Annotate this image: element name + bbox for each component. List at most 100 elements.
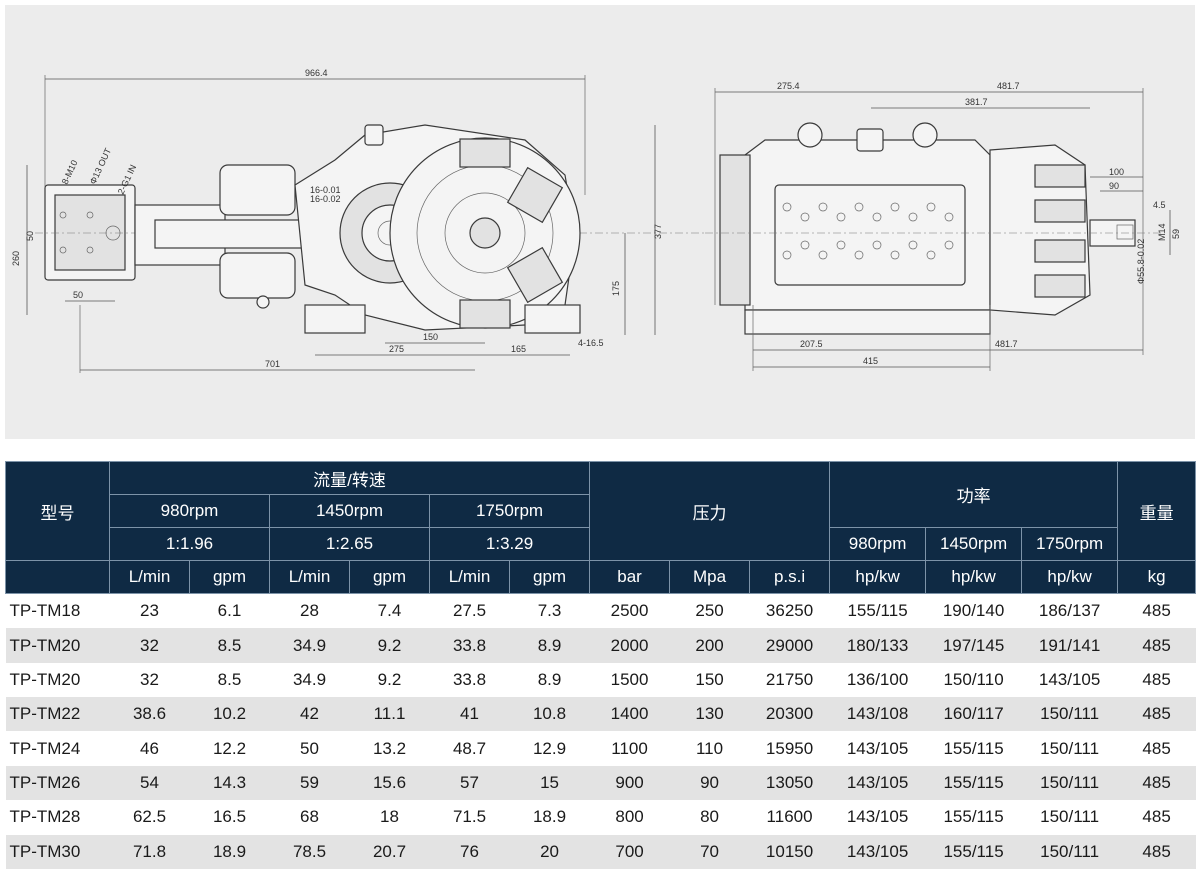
table-cell: 2000 xyxy=(589,628,670,663)
dim-481-7-bottom: 481.7 xyxy=(995,339,1018,349)
header-flow-speed: 流量/转速 xyxy=(108,461,591,495)
header-rpm-1750: 1750rpm xyxy=(428,494,591,528)
table-cell: 485 xyxy=(1117,765,1196,801)
table-cell: 11.1 xyxy=(349,697,430,732)
header-ratio-980: 1:1.96 xyxy=(109,527,270,561)
unit-cell: L/min xyxy=(269,560,350,594)
table-cell: 485 xyxy=(1117,731,1196,766)
table-cell: 12.9 xyxy=(509,731,590,766)
header-power: 功率 xyxy=(829,461,1119,528)
model-cell: TP-TM26 xyxy=(5,765,110,801)
table-cell: 71.5 xyxy=(429,800,510,835)
table-cell: 485 xyxy=(1117,662,1196,698)
table-cell: 155/115 xyxy=(925,834,1022,869)
header-power-rpm-980: 980rpm xyxy=(829,527,927,561)
dim-415: 415 xyxy=(863,356,878,366)
table-cell: 7.4 xyxy=(349,593,430,629)
dim-50-bottom: 50 xyxy=(73,290,83,300)
table-cell: 143/105 xyxy=(829,765,926,801)
header-rpm-980: 980rpm xyxy=(109,494,270,528)
table-cell: 76 xyxy=(429,834,510,869)
table-cell: 33.8 xyxy=(429,628,510,663)
table-cell: 80 xyxy=(669,800,750,835)
table-cell: 20.7 xyxy=(349,834,430,869)
table-cell: 50 xyxy=(269,731,350,766)
table-cell: 150/111 xyxy=(1021,731,1118,766)
table-cell: 34.9 xyxy=(269,628,350,663)
model-cell: TP-TM18 xyxy=(5,593,110,629)
table-cell: 10.8 xyxy=(509,697,590,732)
table-cell: 33.8 xyxy=(429,662,510,698)
unit-cell: kg xyxy=(1117,560,1197,594)
dim-275: 275 xyxy=(389,344,404,354)
header-power-rpm-1750: 1750rpm xyxy=(1021,527,1119,561)
table-cell: 27.5 xyxy=(429,593,510,629)
spec-table: 型号 流量/转速 压力 功率 重量 980rpm 1450rpm 1750rpm… xyxy=(5,461,1197,869)
dim-100: 100 xyxy=(1109,167,1124,177)
table-cell: 1100 xyxy=(589,731,670,766)
table-cell: 11600 xyxy=(749,800,830,835)
table-cell: 54 xyxy=(109,765,190,801)
table-cell: 71.8 xyxy=(109,834,190,869)
header-ratio-1750: 1:3.29 xyxy=(428,527,591,561)
dim-overall-length: 966.4 xyxy=(305,68,328,78)
table-cell: 59 xyxy=(269,765,350,801)
table-cell: 18.9 xyxy=(509,800,590,835)
label-port-bolts: 8-M10 xyxy=(60,158,80,185)
model-cell: TP-TM28 xyxy=(5,800,110,835)
table-cell: 197/145 xyxy=(925,628,1022,663)
table-cell: 155/115 xyxy=(925,800,1022,835)
table-cell: 6.1 xyxy=(189,593,270,629)
dim-m14: M14 xyxy=(1157,223,1167,241)
header-ratio-1450: 1:2.65 xyxy=(269,527,430,561)
table-cell: 90 xyxy=(669,765,750,801)
table-cell: 485 xyxy=(1117,697,1196,732)
table-cell: 70 xyxy=(669,834,750,869)
table-cell: 485 xyxy=(1117,834,1196,869)
table-cell: 485 xyxy=(1117,628,1196,663)
table-cell: 18.9 xyxy=(189,834,270,869)
table-cell: 8.5 xyxy=(189,628,270,663)
table-cell: 150 xyxy=(669,662,750,698)
table-cell: 136/100 xyxy=(829,662,926,698)
table-cell: 485 xyxy=(1117,800,1196,835)
table-cell: 20300 xyxy=(749,697,830,732)
unit-cell: hp/kw xyxy=(1021,560,1119,594)
table-cell: 1500 xyxy=(589,662,670,698)
dim-150: 150 xyxy=(423,332,438,342)
table-cell: 800 xyxy=(589,800,670,835)
table-cell: 8.5 xyxy=(189,662,270,698)
table-cell: 143/105 xyxy=(829,800,926,835)
table-cell: 143/105 xyxy=(1021,662,1118,698)
table-cell: 160/117 xyxy=(925,697,1022,732)
table-cell: 130 xyxy=(669,697,750,732)
table-cell: 150/111 xyxy=(1021,697,1118,732)
unit-cell: L/min xyxy=(429,560,510,594)
table-cell: 12.2 xyxy=(189,731,270,766)
table-cell: 155/115 xyxy=(925,731,1022,766)
model-cell: TP-TM30 xyxy=(5,834,110,869)
table-cell: 48.7 xyxy=(429,731,510,766)
table-cell: 2500 xyxy=(589,593,670,629)
dim-275-4: 275.4 xyxy=(777,81,800,91)
table-cell: 190/140 xyxy=(925,593,1022,629)
units-spacer xyxy=(5,560,110,594)
unit-cell: gpm xyxy=(349,560,430,594)
unit-cell: hp/kw xyxy=(829,560,927,594)
table-cell: 32 xyxy=(109,662,190,698)
label-tolerance: 16-0.01 xyxy=(310,185,341,195)
table-cell: 143/105 xyxy=(829,834,926,869)
table-cell: 143/108 xyxy=(829,697,926,732)
table-cell: 13050 xyxy=(749,765,830,801)
header-rpm-1450: 1450rpm xyxy=(269,494,430,528)
table-cell: 28 xyxy=(269,593,350,629)
label-port-out: Φ13 OUT xyxy=(88,146,114,186)
dim-height-175: 175 xyxy=(611,281,621,296)
table-cell: 150/110 xyxy=(925,662,1022,698)
unit-cell: bar xyxy=(589,560,671,594)
